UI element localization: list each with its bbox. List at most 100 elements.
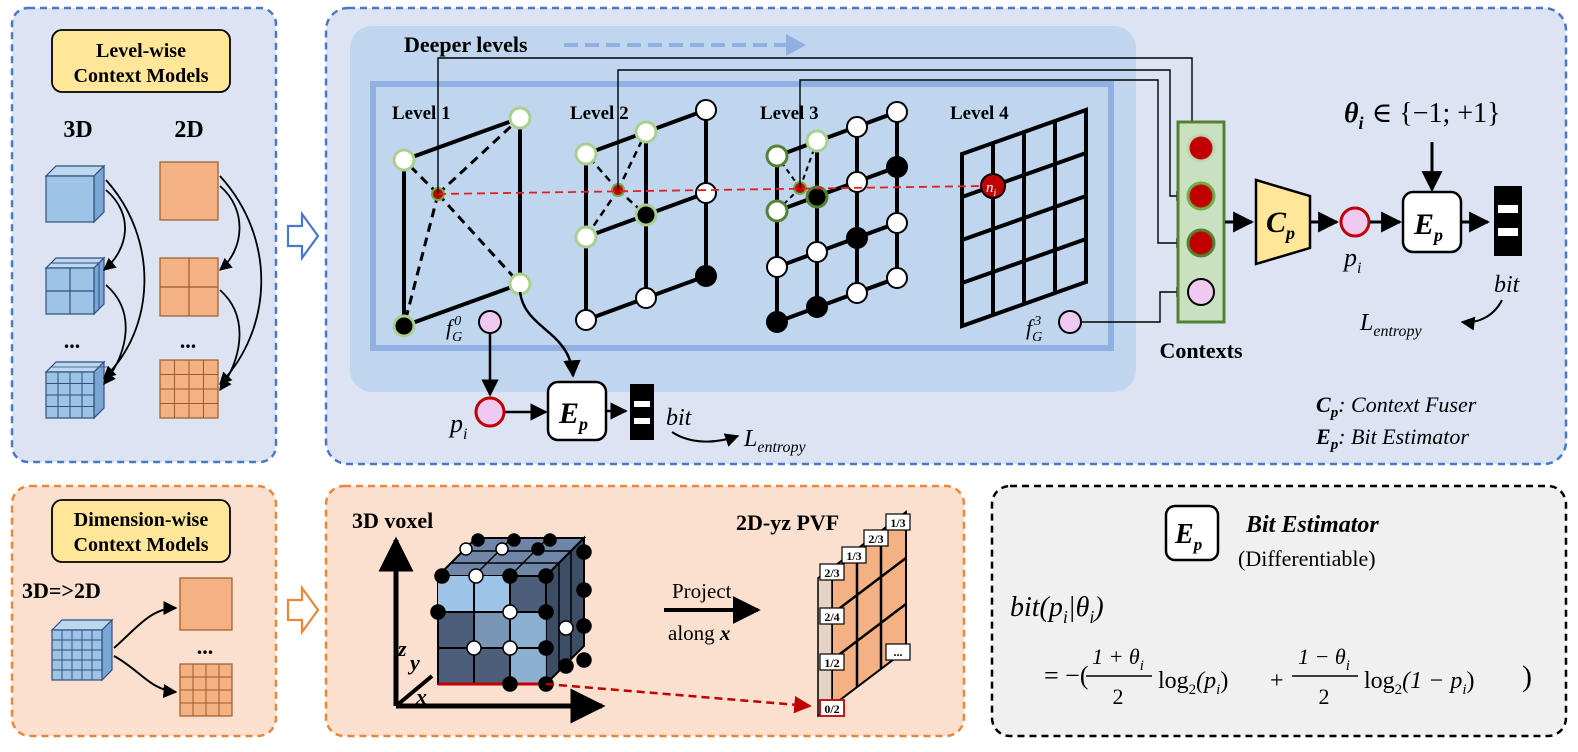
panel-level-wise: Level-wise Context Models 3D 2D ...	[10, 6, 278, 464]
project-label: Project	[672, 579, 732, 603]
axis-z-label: z	[397, 636, 407, 661]
pvf-value-2: 1/3	[841, 546, 867, 564]
level-2-label: Level 2	[570, 103, 629, 124]
axis-y-label: y	[407, 650, 420, 675]
dimension-wise-title-line1: Dimension-wise	[74, 509, 209, 531]
bit-estimator-ep-box	[1164, 504, 1220, 562]
theta-label: θi∈ {−1; +1}	[1344, 98, 1501, 133]
level-4-target-node	[980, 173, 1006, 199]
pvf-value-1: 2/3	[863, 529, 889, 547]
svg-text:0/2: 0/2	[824, 702, 839, 716]
loss-bottom-label: Lentropy	[743, 426, 807, 456]
arrow-2d-3	[219, 289, 241, 392]
arrow-3d-2	[103, 179, 146, 379]
svg-text:1/3: 1/3	[890, 516, 905, 530]
levels-frame	[370, 81, 1114, 351]
pvf-value-6: 0/2	[819, 699, 845, 717]
pi-bottom-node	[474, 396, 506, 428]
cube-3d-level3	[44, 360, 109, 420]
context-node-2	[1186, 181, 1216, 211]
cube-3d-fine	[50, 618, 114, 682]
frac1-den: 2	[1113, 684, 1124, 709]
fg0-label: fG0	[446, 314, 462, 345]
ctx-connector-3	[799, 79, 1186, 248]
arrow-3d-3	[103, 284, 127, 386]
ctx-connector-1	[437, 57, 1197, 194]
square-2d-level2	[159, 257, 219, 317]
bit-estimator-title: Bit Estimator	[1245, 512, 1379, 538]
svg-text:...: ...	[894, 645, 903, 659]
cube-3d-level2	[44, 256, 106, 316]
svg-text:2/3: 2/3	[868, 532, 883, 546]
projection-dashed-arrow	[545, 682, 812, 714]
formula-plus: +	[1270, 668, 1284, 694]
level-4-grid: ni	[960, 107, 1088, 329]
fg3-label: fG3	[1026, 314, 1042, 345]
panel-projection: 3D voxel 2D-yz PVF z y x	[324, 484, 966, 738]
level-2-grid	[574, 99, 717, 331]
level-3-label: Level 3	[760, 103, 819, 124]
square-2d-fine	[179, 663, 233, 717]
level-1-label: Level 1	[392, 103, 451, 124]
bit-top-label: bit	[1494, 272, 1521, 298]
panel-bit-estimator: Ep Bit Estimator (Differentiable) bit(pi…	[990, 484, 1568, 738]
level-4-label: Level 4	[950, 103, 1009, 124]
arrow-2d-2	[219, 175, 263, 385]
cp-box	[1254, 178, 1312, 266]
hollow-arrow-blue	[286, 210, 320, 262]
mapping-label: 3D=>2D	[22, 578, 101, 603]
svg-text:1/2: 1/2	[824, 656, 839, 670]
level-wise-title-line1: Level-wise	[96, 40, 186, 62]
pvf-value-4: 2/4	[819, 607, 845, 625]
pvf-value-7: ...	[885, 643, 911, 661]
cp-label: Cp	[1266, 206, 1295, 243]
pvf-value-5: 1/2	[819, 653, 845, 671]
frac1-num: 1 + θi	[1092, 644, 1144, 674]
pi-top-label: pi	[1342, 243, 1361, 277]
deeper-levels-arrowhead	[786, 34, 806, 56]
level-3-grid	[765, 101, 908, 333]
levels-container	[350, 26, 1136, 392]
dimension-wise-title-line2: Context Models	[74, 534, 209, 556]
pvf-label: 2D-yz PVF	[736, 510, 839, 535]
context-node-1	[1186, 133, 1216, 163]
ep-bottom-box	[546, 380, 608, 442]
arrow-2d-1	[219, 185, 241, 271]
bit-strip-top	[1494, 186, 1522, 256]
square-2d-level3	[159, 359, 219, 419]
context-node-fg	[1187, 278, 1215, 306]
bit-to-loss-top-arrow	[1460, 299, 1503, 331]
context-node-3	[1186, 228, 1216, 258]
svg-text:2/3: 2/3	[824, 566, 839, 580]
level-1-grid	[392, 106, 532, 338]
ellipsis-3d: ...	[64, 328, 81, 353]
svg-text:2/4: 2/4	[824, 610, 839, 624]
svg-text:1/3: 1/3	[846, 549, 861, 563]
fg0-node	[478, 310, 502, 334]
deeper-levels-label: Deeper levels	[404, 32, 528, 57]
bit-bottom-label: bit	[666, 405, 693, 431]
dimension-wise-title-box	[51, 499, 231, 563]
legend-ep: Ep: Bit Estimator	[1315, 424, 1469, 453]
formula-eq-suffix: )	[1522, 660, 1532, 693]
fg3-node	[1058, 310, 1082, 334]
level-wise-title-box	[51, 29, 231, 93]
ellipsis-2d: ...	[180, 328, 197, 353]
log2-term: log2(1 − pi)	[1364, 668, 1475, 698]
level1-to-ep-arrow	[518, 291, 581, 378]
cube-3d-level1	[44, 164, 106, 224]
arrow-3d-to-2d-fine	[113, 655, 178, 699]
panel-main: Deeper levels Level 1 Level 2 Level 3 Le…	[324, 6, 1568, 466]
ctx-connector-2	[617, 69, 1186, 201]
contexts-label: Contexts	[1159, 338, 1243, 363]
pvf-value-0: 1/3	[885, 513, 911, 531]
pi-bottom-label: pi	[448, 409, 467, 443]
arrow-3d-1	[103, 189, 126, 271]
bit-to-loss-bottom-arrow	[671, 431, 740, 447]
bit-estimator-ep-label: Ep	[1174, 519, 1202, 554]
voxel-label: 3D voxel	[352, 508, 433, 533]
pi-top-node	[1339, 206, 1371, 238]
bit-estimator-subtitle: (Differentiable)	[1238, 546, 1376, 571]
arrow-3d-to-2d-coarse	[113, 601, 178, 649]
square-2d-coarse	[179, 577, 233, 631]
